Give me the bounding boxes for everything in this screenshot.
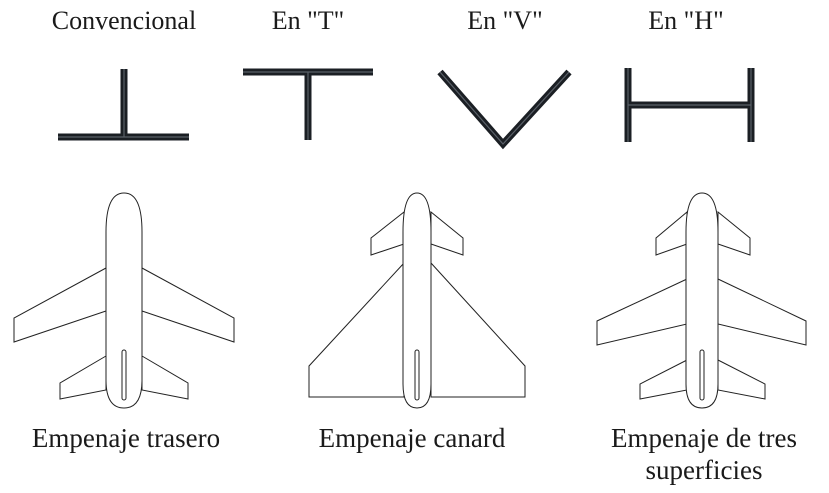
label-conventional-tail: Convencional — [51, 6, 197, 35]
h-tail-icon — [624, 68, 755, 142]
caption-three-surface-line1: Empenaje de tres — [611, 423, 797, 453]
caption-canard: Empenaje canard — [318, 423, 506, 453]
aircraft-three-surface-icon — [596, 192, 807, 409]
caption-aft-tail: Empenaje trasero — [31, 423, 221, 453]
aircraft-aft-tail-icon — [13, 192, 235, 409]
v-tail-icon — [437, 69, 572, 150]
conventional-tail-icon — [58, 69, 189, 141]
caption-three-surface-line2: superficies — [645, 455, 763, 485]
t-tail-icon — [243, 68, 373, 140]
label-t-tail: En "T" — [271, 6, 345, 35]
label-v-tail: En "V" — [467, 6, 543, 35]
aircraft-canard-icon — [308, 192, 526, 409]
label-h-tail: En "H" — [648, 6, 724, 35]
